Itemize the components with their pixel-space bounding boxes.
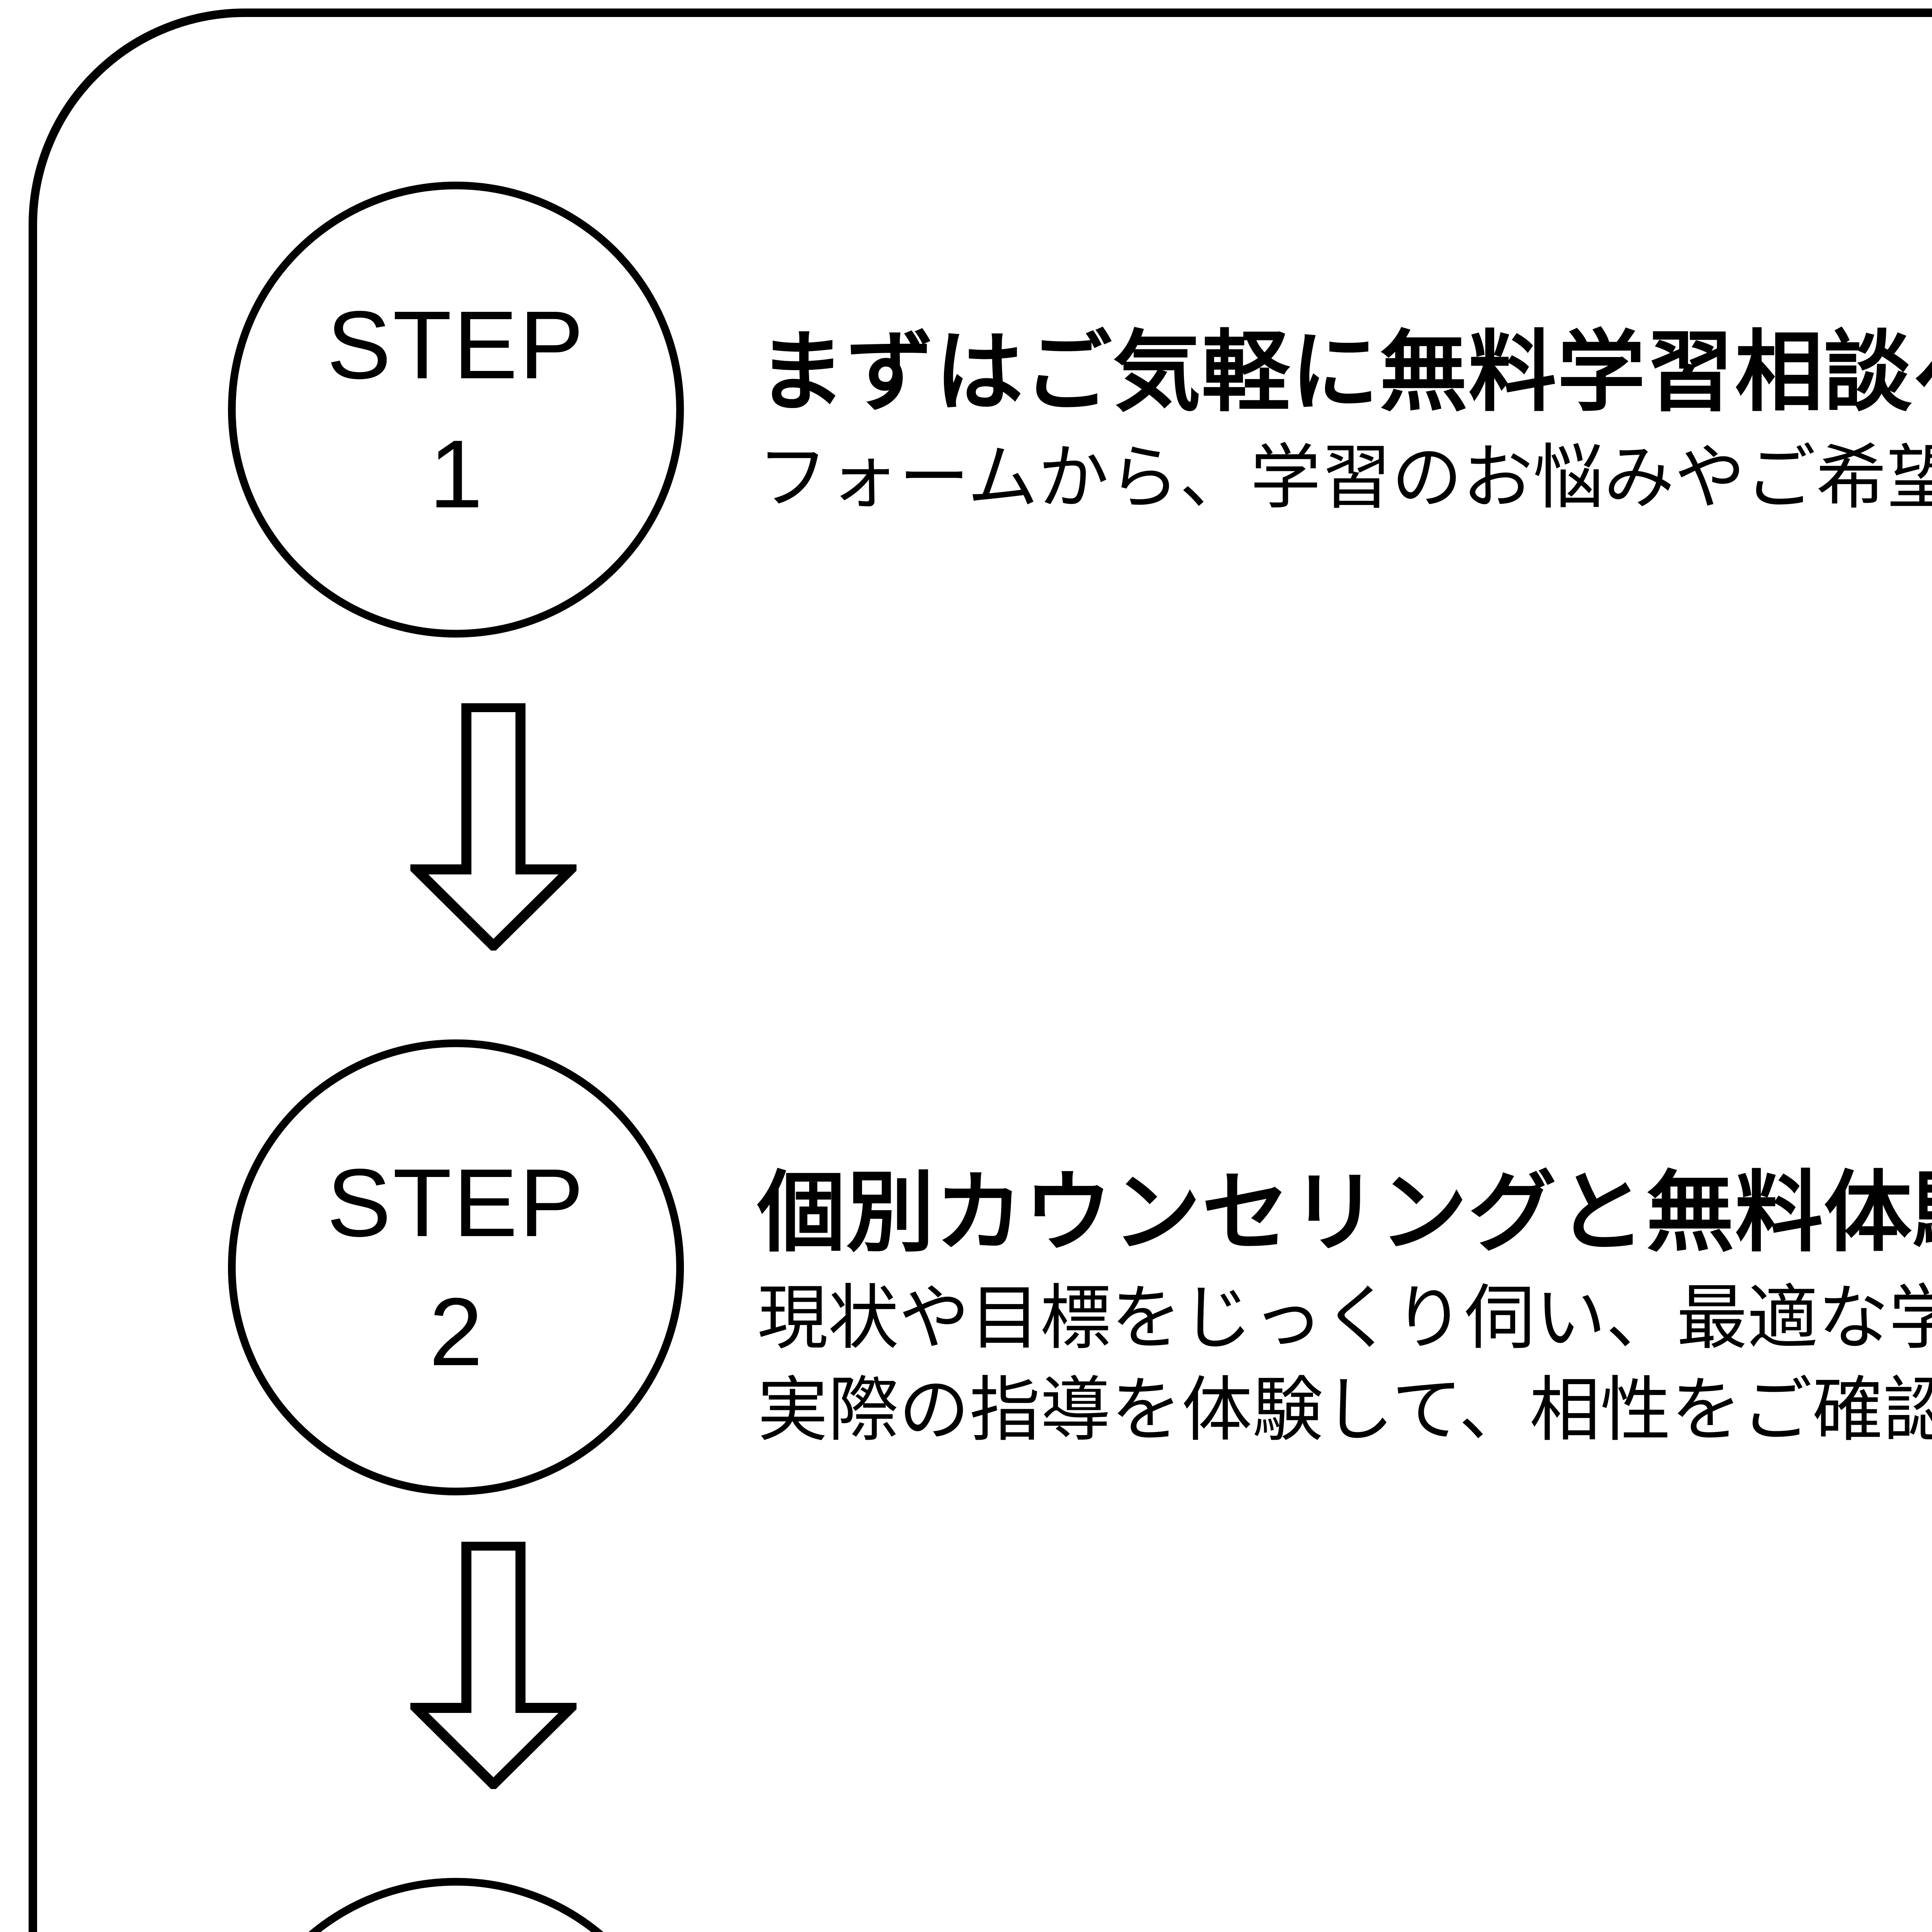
step-body-line-1-1: フォームから、学習のお悩みやご希望をお聞かせください。 xyxy=(757,438,1932,517)
down-block-arrow-icon xyxy=(410,1542,577,1789)
down-block-arrow-icon xyxy=(410,703,577,951)
down-block-arrow-2 xyxy=(410,1542,577,1789)
step-number-1: 1 xyxy=(429,420,483,528)
step-number-2: 2 xyxy=(429,1278,483,1386)
step-label-2: STEP xyxy=(327,1149,585,1257)
step-heading-2: 個別カウンセリングと無料体験授業 xyxy=(757,1164,1932,1262)
step-circle-2: STEP 2 xyxy=(228,1039,684,1495)
step-body-line-2-2: 実際の指導を体験して、相性をご確認いただけます。 xyxy=(757,1370,1932,1449)
outer-rounded-frame xyxy=(29,9,1932,1932)
down-block-arrow-1 xyxy=(410,703,577,951)
step-label-1: STEP xyxy=(327,291,585,399)
step-text-block-2: 個別カウンセリングと無料体験授業 現状や目標をじっくり伺い、最適な学習プランをご… xyxy=(757,1161,1932,1456)
step-body-line-2-1: 現状や目標をじっくり伺い、最適な学習プランをご提案。 xyxy=(757,1278,1932,1358)
step-text-block-1: まずはご気軽に無料学習相談へ。 フォームから、学習のお悩みやご希望をお聞かせくだ… xyxy=(757,321,1932,524)
step-circle-1: STEP 1 xyxy=(228,182,684,638)
step-heading-1: まずはご気軽に無料学習相談へ。 xyxy=(757,323,1932,422)
